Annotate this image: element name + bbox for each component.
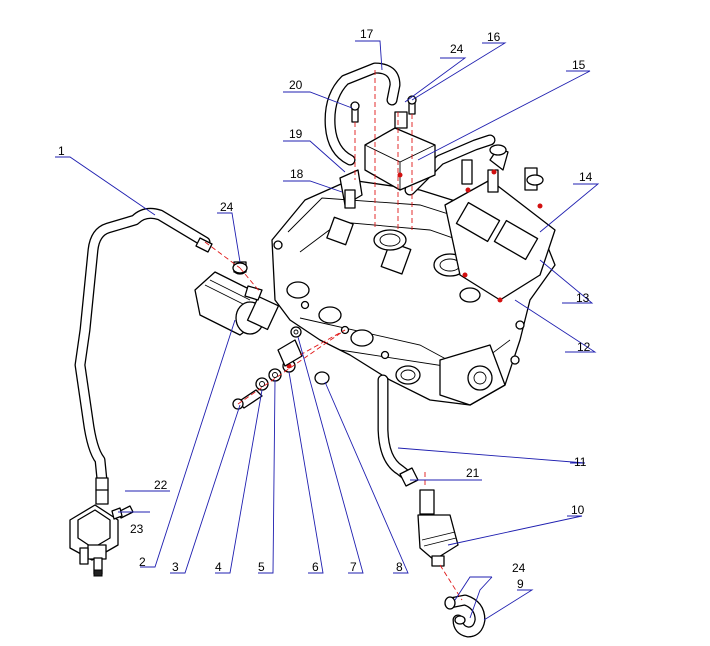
bolt-20 xyxy=(350,101,360,123)
callout-23: 23 xyxy=(130,522,144,536)
callout-22: 22 xyxy=(154,478,168,492)
callout-24-upper-left: 24 xyxy=(220,200,234,214)
callout-1: 1 xyxy=(58,144,65,158)
callout-14: 14 xyxy=(579,170,593,184)
callout-19: 19 xyxy=(289,127,303,141)
hose-11 xyxy=(377,374,416,484)
callout-21: 21 xyxy=(466,466,480,480)
washer-5 xyxy=(268,368,282,382)
leader-lines xyxy=(55,40,600,621)
callout-24-bottom: 24 xyxy=(512,561,526,575)
callout-5: 5 xyxy=(258,560,265,574)
callout-6: 6 xyxy=(312,560,319,574)
ignition-coil-pack xyxy=(444,144,556,303)
callout-7: 7 xyxy=(350,560,357,574)
callout-13: 13 xyxy=(576,291,590,305)
callout-16: 16 xyxy=(487,30,501,44)
callout-24-top: 24 xyxy=(450,42,464,56)
callout-labels: 1 2 3 4 5 6 7 8 9 10 11 12 13 14 15 16 1… xyxy=(58,27,593,591)
hose-1 xyxy=(74,207,213,486)
assembly-path-lines xyxy=(204,70,463,601)
callout-12: 12 xyxy=(577,340,591,354)
cap-8 xyxy=(314,371,330,385)
callout-10: 10 xyxy=(571,503,585,517)
bolt-3 xyxy=(232,389,263,410)
callout-3: 3 xyxy=(172,560,179,574)
bracket-7 xyxy=(277,326,303,367)
callout-15: 15 xyxy=(572,58,586,72)
bracket-18 xyxy=(339,169,363,209)
purge-valve-2 xyxy=(194,261,280,336)
valve-23 xyxy=(69,477,119,577)
fuel-filter-10 xyxy=(417,489,459,567)
callout-4: 4 xyxy=(215,560,222,574)
callout-18: 18 xyxy=(290,167,304,181)
canister-box xyxy=(364,111,436,191)
callout-8: 8 xyxy=(396,560,403,574)
callout-11: 11 xyxy=(574,455,587,469)
clamp-24-lower xyxy=(444,596,466,625)
callout-9: 9 xyxy=(517,577,524,591)
hose-17 xyxy=(324,62,401,166)
callout-17: 17 xyxy=(360,27,374,41)
bolt-22 xyxy=(111,505,134,520)
callout-20: 20 xyxy=(289,78,303,92)
callout-2: 2 xyxy=(139,555,146,569)
